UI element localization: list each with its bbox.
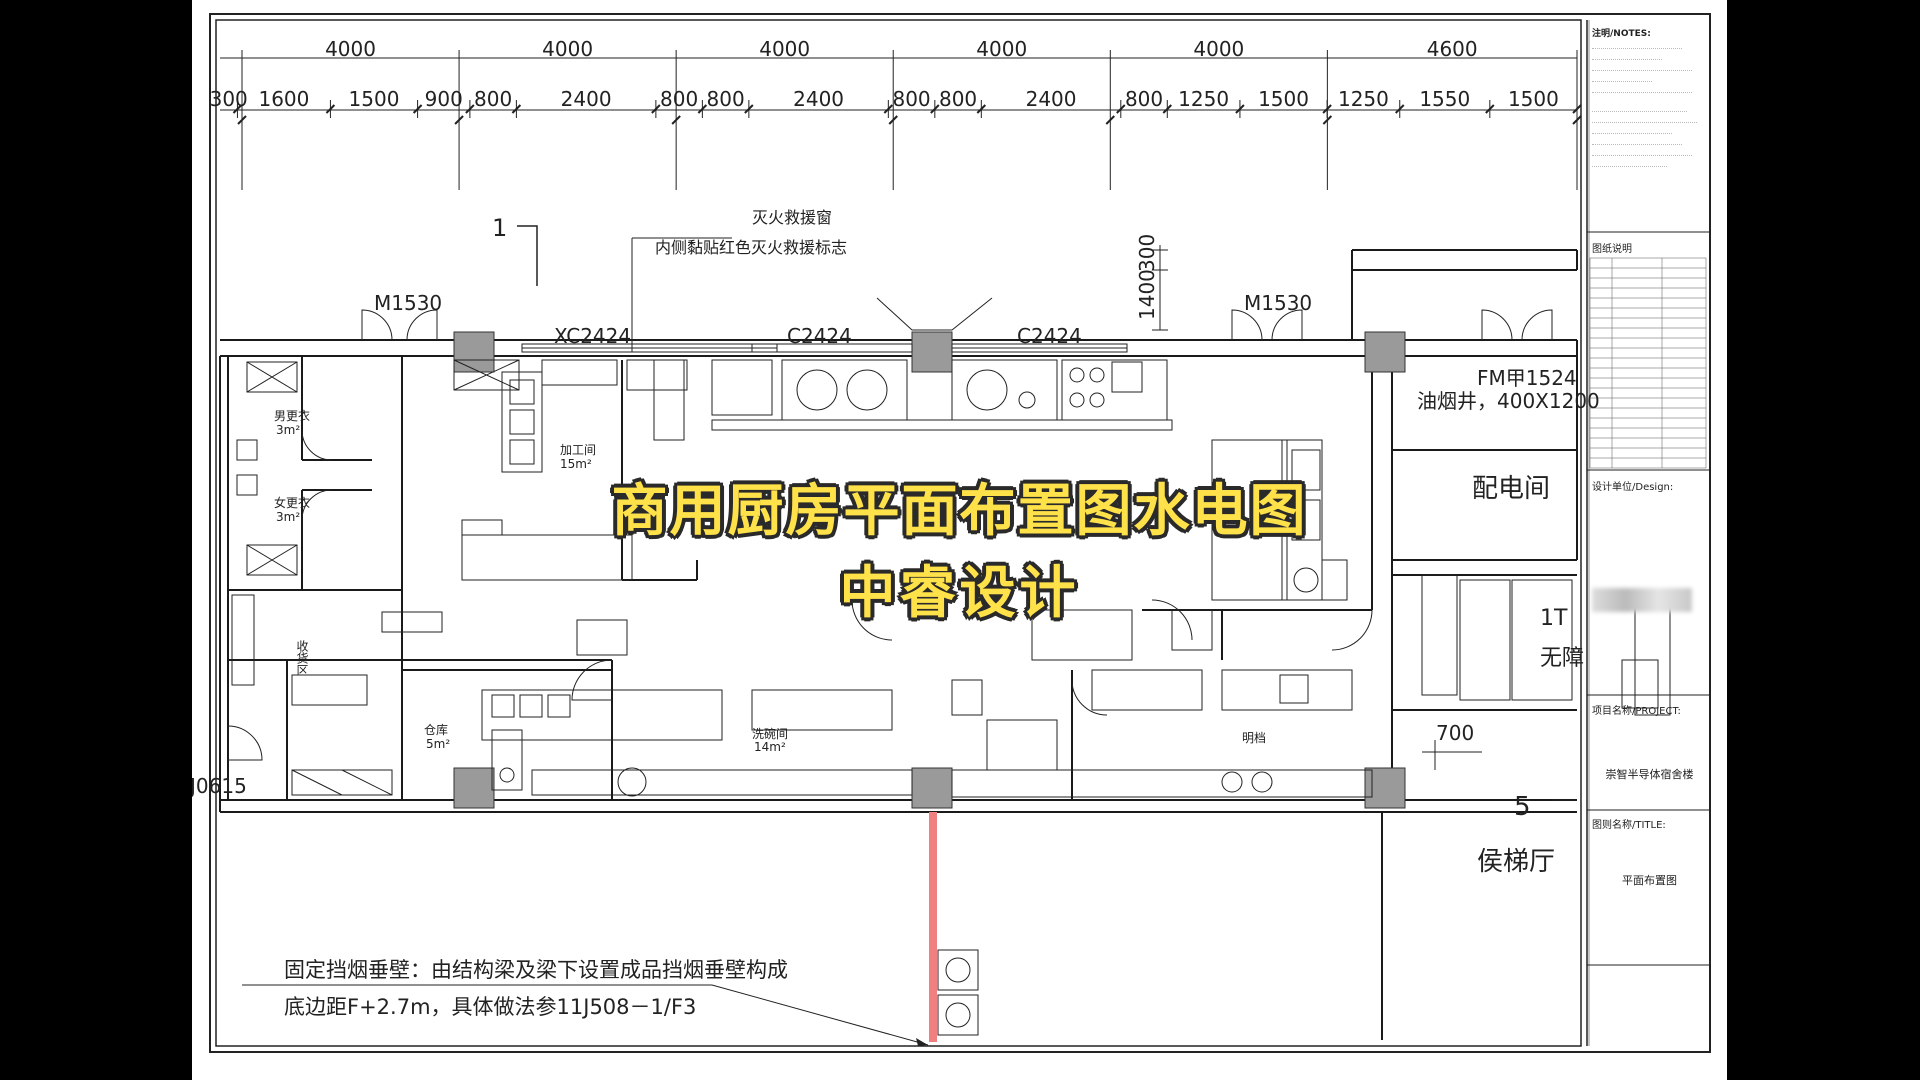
dimension-label: 800 [707, 87, 745, 111]
storage-label: 仓库 [424, 722, 448, 737]
dishwash-area-label: 14m² [754, 740, 786, 754]
overlay-title: 商用厨房平面布置图水电图 [611, 479, 1308, 544]
elevator-hall-label: 侯梯厅 [1477, 847, 1555, 877]
dimension-top-label: 4000 [759, 37, 810, 61]
dimension-label: 300 [210, 87, 248, 111]
dimension-label: 900 [425, 87, 463, 111]
dishwash-label: 洗碗间 [752, 726, 788, 741]
drawing-frame [215, 19, 1582, 1047]
receiving-label: 收货区 [295, 640, 309, 676]
drawing-sheet: 4000 4000 4000 4000 4000 4600 300 1600 1500 900 8… [192, 0, 1727, 1080]
fire-window-note: 内侧黏贴红色灭火救援标志 [655, 238, 847, 257]
axis-5-label: 5 [1514, 792, 1531, 822]
design-unit-label: 设计单位/Design: [1592, 482, 1674, 493]
male-locker-label: 男更衣 [274, 408, 310, 423]
drawing-desc-label: 图纸说明 [1592, 244, 1632, 255]
lift-1-label: 1T [1540, 606, 1568, 631]
grease-units [937, 949, 979, 1036]
barrier-free-label: 无障 [1540, 646, 1584, 671]
dimension-top-label: 4000 [542, 37, 593, 61]
section-mark: 1 [492, 214, 507, 242]
processing-area-label: 15m² [560, 457, 592, 471]
door-left-label: M1530 [374, 291, 442, 315]
male-area-label: 3m² [276, 423, 300, 437]
dim-1400: 1400 [1135, 269, 1159, 320]
dimension-label: 800 [474, 87, 512, 111]
dim-700: 700 [1436, 721, 1474, 745]
doors [227, 309, 1553, 761]
windows [521, 297, 1128, 353]
dimension-label: 1250 [1178, 87, 1229, 111]
revision-table [1589, 257, 1707, 469]
dimension-label: 1250 [1338, 87, 1389, 111]
door-bottom-left-label: J0615 [192, 774, 247, 798]
dimension-label: 800 [892, 87, 930, 111]
note-line-2: 底边距F+2.7m，具体做法参11J508－1/F3 [284, 995, 696, 1019]
overlay-subtitle: 中睿设计 [839, 561, 1080, 626]
power-room-label: 配电间 [1472, 474, 1550, 504]
dimension-top-label: 4000 [325, 37, 376, 61]
door-right-label: M1530 [1244, 291, 1312, 315]
title-name: 平面布置图 [1622, 874, 1677, 887]
female-area-label: 3m² [276, 510, 300, 524]
fm-door-label: FM甲1524 [1477, 366, 1577, 390]
dimension-label: 800 [660, 87, 698, 111]
window-xc-label: XC2424 [554, 324, 631, 348]
dimension-label: 2400 [1026, 87, 1077, 111]
open-kitchen-label: 明档 [1242, 731, 1266, 745]
project-label: 项目名称/PROJECT: [1592, 706, 1681, 717]
blurred-company-name [1592, 588, 1692, 612]
outer-frame [209, 13, 1711, 1053]
dimension-label: 1500 [1258, 87, 1309, 111]
dimension-top-label: 4000 [976, 37, 1027, 61]
title-label: 图则名称/TITLE: [1592, 820, 1666, 831]
dim-300: 300 [1135, 234, 1159, 272]
dimension-label: 800 [939, 87, 977, 111]
dimension-label: 1600 [258, 87, 309, 111]
dimension-label: 2400 [793, 87, 844, 111]
dimension-label: 1500 [349, 87, 400, 111]
notes-body [1592, 42, 1704, 167]
red-pipe [929, 812, 937, 1042]
dimension-top-label: 4600 [1427, 37, 1478, 61]
project-name: 崇智半导体宿舍楼 [1605, 768, 1694, 781]
female-locker-label: 女更衣 [274, 495, 310, 510]
window-c2-label: C2424 [1017, 324, 1082, 348]
storage-area-label: 5m² [426, 737, 450, 751]
note-line-1: 固定挡烟垂壁：由结构梁及梁下设置成品挡烟垂壁构成 [284, 958, 788, 982]
walls [219, 249, 1578, 1040]
processing-room-label: 加工间 [560, 443, 596, 457]
dimension-lines [220, 57, 1577, 111]
dimension-label: 1550 [1419, 87, 1470, 111]
dimension-top-label: 4000 [1193, 37, 1244, 61]
dimension-label: 1500 [1508, 87, 1559, 111]
kitchen-equipment [231, 359, 1671, 798]
dimension-label: 2400 [561, 87, 612, 111]
window-c1-label: C2424 [787, 324, 852, 348]
smoke-shaft-label: 油烟井，400X1200 [1417, 389, 1600, 413]
dimension-label: 800 [1125, 87, 1163, 111]
notes-header: 注明/NOTES: [1592, 29, 1651, 39]
fire-window-label: 灭火救援窗 [752, 208, 832, 227]
floor-plan: 4000 4000 4000 4000 4000 4600 300 1600 1500 900 8… [192, 13, 1711, 1053]
